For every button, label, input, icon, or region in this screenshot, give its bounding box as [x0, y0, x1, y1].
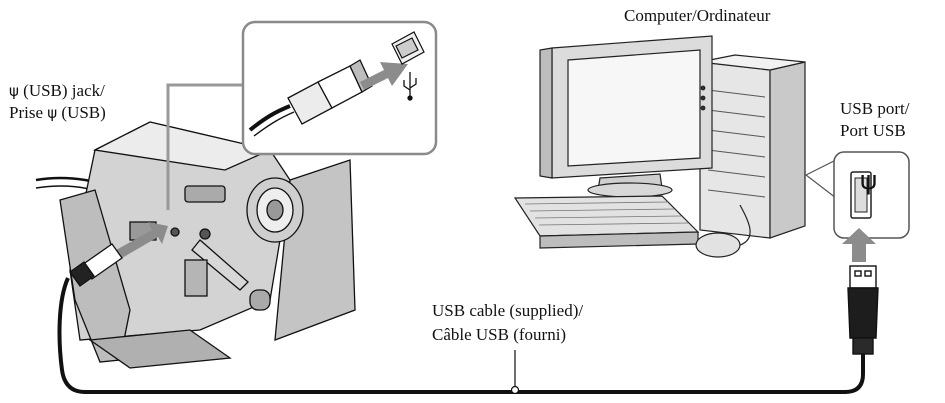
usb-jack-label-suffix: (USB) [61, 103, 106, 122]
usb-jack-label-line2: Prise ψ (USB) [9, 102, 106, 124]
usb-port-label-line1: USB port/ [840, 99, 910, 118]
usb-cable [57, 277, 865, 394]
computer-mouse [695, 232, 741, 258]
usb-jack-label-line1: ψ (USB) jack/ [9, 80, 105, 102]
camcorder [35, 121, 356, 369]
usb-icon: ψ [9, 82, 19, 100]
computer-keyboard [513, 195, 700, 249]
computer-tower [699, 54, 806, 239]
usb-plug-left [69, 243, 123, 287]
plug-in-arrow-left [116, 222, 168, 258]
usb-port-callout [804, 151, 910, 239]
computer [513, 35, 806, 258]
plug-in-arrow-right [842, 228, 876, 262]
usb-jack-label-text: (USB) jack/ [23, 81, 105, 100]
usb-plug-right [847, 265, 879, 372]
usb-icon [403, 72, 417, 101]
cable-label-line2: Câble USB (fourni) [432, 325, 567, 344]
usb-jack-label-prefix: Prise [9, 103, 43, 122]
zoom-arrow [360, 62, 408, 90]
jack-zoom-callout [166, 20, 438, 210]
cable-label-line1: USB cable (supplied)/ [432, 301, 584, 320]
usb-icon: ψ [47, 104, 58, 122]
computer-label: Computer/Ordinateur [624, 6, 771, 25]
usb-port-icon: ψ [860, 166, 878, 196]
computer-monitor [539, 35, 713, 198]
usb-port-label-line2: Port USB [840, 121, 906, 140]
